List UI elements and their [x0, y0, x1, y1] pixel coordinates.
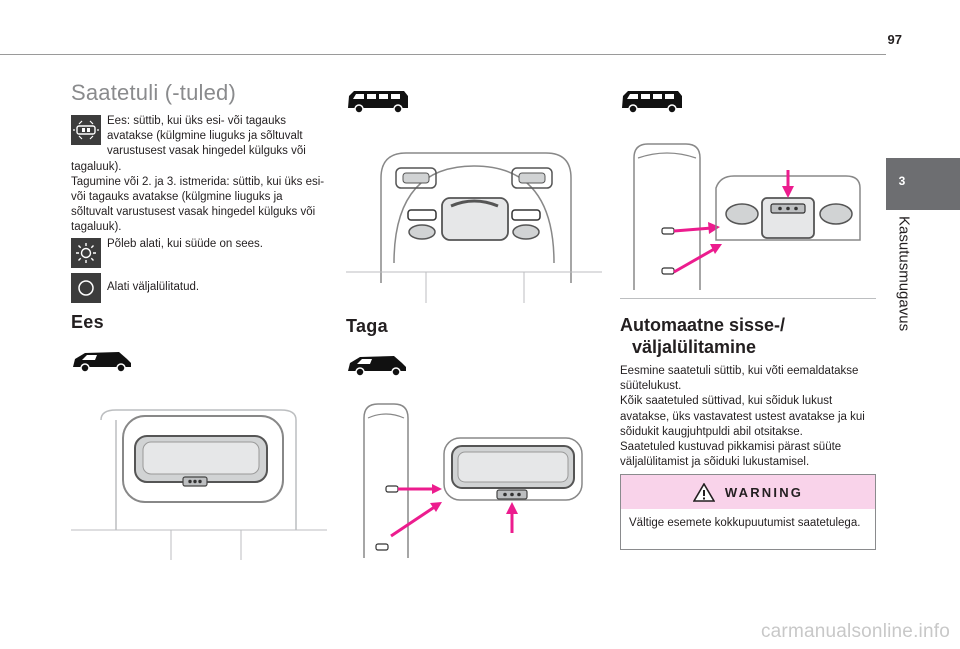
- taga-title: Taga: [346, 316, 388, 336]
- top-rule: [0, 54, 886, 55]
- lamp-on-row: Põleb alati, kui süüde on sees.: [71, 237, 327, 268]
- warning-title: WARNING: [724, 484, 804, 500]
- rear-lamp-illustration: [363, 403, 583, 558]
- lamp-on-icon: [71, 237, 101, 268]
- taga-heading: Taga: [346, 316, 388, 337]
- van-long-icon: [348, 91, 408, 114]
- van-long-auto-icon: [622, 91, 682, 114]
- auto-para-2: Kõik saatetuled süttivad, kui sõiduk luk…: [620, 395, 865, 438]
- page-number: 97: [887, 32, 902, 47]
- auto-title-line1: Automaatne sisse-/: [620, 315, 786, 335]
- watermark: carmanualsonline.info: [760, 621, 950, 642]
- column-left: Saatetuli (-tuled) Ees: süttib, kui üks …: [71, 80, 327, 303]
- middle-lamp-illustration: [346, 152, 602, 303]
- warning-text: Vältige esemete kokkupuutumist saatetule…: [629, 517, 861, 529]
- lamp-off-icon: [71, 272, 101, 303]
- ees-title: Ees: [71, 312, 104, 332]
- lamp-off-text: Alati väljalülitatud.: [107, 280, 200, 293]
- auto-title: Automaatne sisse-/ väljalülitamine: [620, 314, 876, 358]
- auto-para-1: Eesmine saatetuli süttib, kui võti eemal…: [620, 365, 859, 393]
- chapter-title: Kasutusmugavus: [892, 216, 916, 416]
- auto-illustration-rule: [620, 298, 876, 299]
- lamp-off-row: Alati väljalülitatud.: [71, 272, 327, 303]
- door-mode-icon: [71, 115, 101, 145]
- auto-lamp-illustration: [633, 143, 861, 290]
- lamp-on-text: Põleb alati, kui süüde on sees.: [107, 237, 263, 250]
- auto-para-3: Saatetuled kustuvad pikkamisi pärast süü…: [620, 441, 842, 469]
- warning-box: WARNING Vältige esemete kokkupuutumist s…: [620, 474, 876, 550]
- chapter-title-text: Kasutusmugavus: [895, 216, 913, 332]
- door-mode-row: Ees: süttib, kui üks esi- või tagauks av…: [71, 114, 327, 236]
- auto-title-line2: väljalülitamine: [632, 337, 757, 357]
- van-short-icon: [73, 352, 131, 373]
- ees-heading: Ees: [71, 312, 104, 333]
- column-right: Automaatne sisse-/ väljalülitamine Eesmi…: [620, 314, 876, 470]
- front-lamp-illustration: [71, 409, 327, 560]
- chapter-tab[interactable]: 3: [886, 158, 960, 210]
- warning-header: WARNING: [621, 475, 875, 509]
- door-mode-text: Ees: süttib, kui üks esi- või tagauks av…: [71, 115, 306, 173]
- rear-text: Tagumine või 2. ja 3. istmerida: süttib,…: [71, 175, 325, 234]
- saatetuli-title: Saatetuli (-tuled): [71, 80, 237, 105]
- chapter-tab-number: 3: [898, 174, 906, 188]
- van-short-rear-icon: [348, 356, 406, 377]
- warning-triangle-icon: [692, 482, 715, 502]
